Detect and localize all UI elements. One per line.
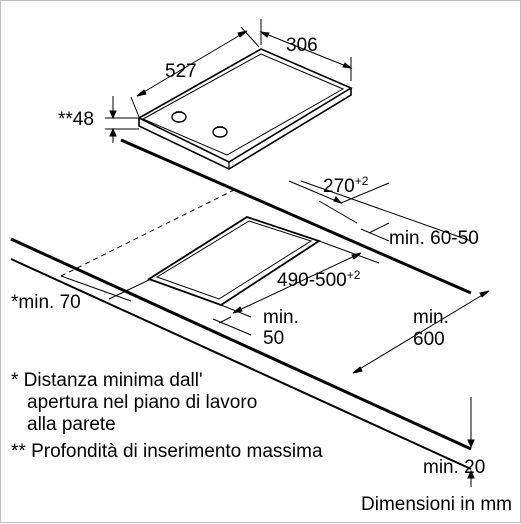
footnote-1-line-1: * Distanza minima dall'	[11, 370, 203, 391]
label-cabinet-min-1: min.	[413, 307, 449, 328]
label-thickness-min: min. 20	[423, 457, 485, 478]
hob-inner-edge	[141, 53, 345, 156]
label-insert-depth: **48	[58, 109, 94, 130]
worktop	[10, 138, 472, 470]
dim-back-wall	[360, 222, 390, 242]
label-side-min-1: min.	[263, 307, 299, 328]
worktop-cutout	[146, 216, 322, 306]
label-cutout-width: 490-500+2	[277, 268, 361, 291]
worktop-front-edge-top	[10, 237, 472, 451]
worktop-back-edge	[120, 138, 472, 295]
footnote-1-line-2: apertura nel piano di lavoro	[27, 392, 258, 413]
label-depth: 527	[165, 61, 197, 82]
dim-worktop-thickness	[467, 397, 475, 487]
label-cutout-depth: 270+2	[323, 174, 369, 197]
dim-front-min	[60, 275, 152, 302]
dim-depth-527	[130, 26, 260, 118]
hob-burner-icon	[212, 126, 228, 138]
dim-cabinet-min	[352, 290, 490, 374]
dim-cutout-width	[220, 240, 380, 318]
label-width: 306	[286, 35, 318, 56]
worktop-back-wall-edge	[300, 180, 472, 242]
worktop-front-edge-bottom	[10, 258, 472, 470]
worktop-left-dashed-edge	[60, 187, 239, 277]
dim-width-306	[259, 19, 353, 81]
dim-insert-depth	[105, 96, 139, 143]
units-note: Dimensioni in mm	[361, 494, 512, 515]
label-side-min-2: 50	[263, 328, 284, 349]
footnote-2: ** Profondità di inserimento massima	[11, 441, 323, 462]
hob-appliance	[137, 48, 353, 170]
footnote-1-line-3: alla parete	[27, 414, 116, 435]
dim-cutout-depth	[288, 180, 390, 224]
dim-side-min	[212, 316, 252, 336]
label-cabinet-min-2: 600	[413, 329, 445, 350]
label-front-min: *min. 70	[11, 292, 81, 313]
label-back-wall: min. 60-50	[389, 228, 479, 249]
hob-burner-icon	[171, 111, 187, 123]
